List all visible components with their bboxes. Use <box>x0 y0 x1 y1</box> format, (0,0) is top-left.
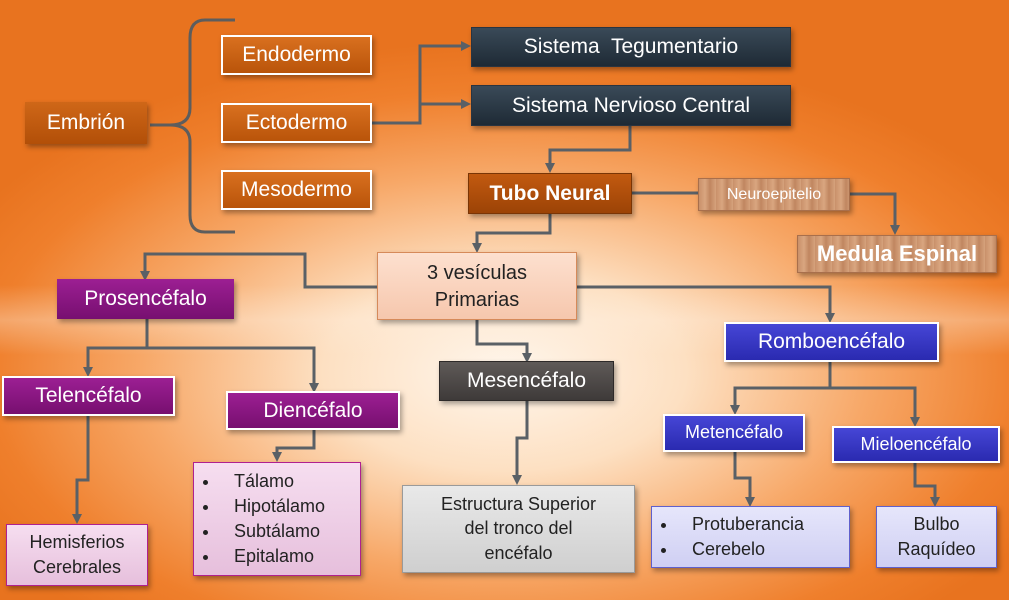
edge-telencefalo-hemisferios <box>72 416 90 524</box>
list-item: Protuberancia <box>678 512 849 537</box>
edge-rombo-mieloencefalo <box>828 362 920 427</box>
node-sistema-nervioso-label: Sistema Nervioso Central <box>511 93 751 117</box>
edge-vesiculas-mesencefalo <box>475 320 532 363</box>
metencefalo-list: Protuberancia Cerebelo <box>652 512 849 562</box>
node-diencefalo: Diencéfalo <box>226 391 400 430</box>
node-vesiculas-primarias: 3 vesículas Primarias <box>377 252 577 320</box>
node-hemisferios-cerebrales: Hemisferios Cerebrales <box>6 524 148 586</box>
node-estructura-superior: Estructura Superior del tronco del encéf… <box>402 485 635 573</box>
node-estructura-line2: del tronco del <box>464 518 573 539</box>
edge-rombo-metencefalo <box>730 362 832 415</box>
node-diencefalo-list: Tálamo Hipotálamo Subtálamo Epitalamo <box>193 462 361 576</box>
edge-prosencefalo-diencefalo <box>145 318 319 393</box>
node-sistema-nervioso: Sistema Nervioso Central <box>471 85 791 126</box>
node-ectodermo-label: Ectodermo <box>245 111 348 135</box>
node-estructura-line1: Estructura Superior <box>440 493 597 514</box>
edge-neuro-medula <box>850 192 900 235</box>
node-hemisferios-line1: Hemisferios <box>29 531 125 552</box>
edge-diencefalo-list <box>272 430 316 462</box>
list-item: Subtálamo <box>220 519 360 544</box>
node-mieloencefalo-label: Mieloencéfalo <box>860 433 972 454</box>
list-item: Cerebelo <box>678 537 849 562</box>
node-vesiculas-line1: 3 vesículas <box>426 261 528 284</box>
node-medula-espinal-label: Medula Espinal <box>816 240 978 266</box>
node-prosencefalo-label: Prosencéfalo <box>84 287 207 311</box>
node-metencefalo-label: Metencéfalo <box>684 422 784 443</box>
node-hemisferios-line2: Cerebrales <box>32 556 122 577</box>
node-metencefalo: Metencéfalo <box>663 414 805 452</box>
list-item: Epitalamo <box>220 544 360 569</box>
list-item: Tálamo <box>220 469 360 494</box>
node-mesencefalo-label: Mesencéfalo <box>466 369 587 393</box>
edge-vesiculas-prosencefalo <box>140 252 377 289</box>
node-telencefalo-label: Telencéfalo <box>35 384 142 408</box>
node-neuroepitelio: Neuroepitelio <box>698 178 850 211</box>
edge-mieloencefalo-bulbo <box>913 463 940 507</box>
node-tubo-neural: Tubo Neural <box>468 173 632 214</box>
edge-snc-tubo <box>545 126 632 173</box>
node-telencefalo: Telencéfalo <box>2 376 175 416</box>
node-mesodermo-label: Mesodermo <box>241 178 352 202</box>
node-endodermo-label: Endodermo <box>242 43 351 67</box>
node-estructura-line3: encéfalo <box>484 542 553 563</box>
node-bulbo-line1: Bulbo <box>913 513 960 534</box>
node-sistema-tegumentario: Sistema Tegumentario <box>471 27 791 67</box>
node-bulbo-line2: Raquídeo <box>897 538 976 559</box>
edge-ectodermo-snc <box>372 99 471 125</box>
node-sistema-tegumentario-label: Sistema Tegumentario <box>523 35 739 59</box>
node-metencefalo-list: Protuberancia Cerebelo <box>651 506 850 568</box>
edge-metencefalo-list <box>733 452 755 507</box>
node-medula-espinal: Medula Espinal <box>797 235 997 273</box>
node-embrion-label: Embrión <box>46 111 126 135</box>
node-romboencefalo-label: Romboencéfalo <box>757 330 906 354</box>
node-mieloencefalo: Mieloencéfalo <box>832 426 1000 463</box>
node-endodermo: Endodermo <box>221 35 372 75</box>
edge-mesencefalo-estructura <box>512 401 529 485</box>
list-item: Hipotálamo <box>220 494 360 519</box>
node-mesodermo: Mesodermo <box>221 170 372 210</box>
node-prosencefalo: Prosencéfalo <box>57 279 234 319</box>
brace <box>150 18 235 234</box>
node-neuroepitelio-label: Neuroepitelio <box>726 185 822 203</box>
node-mesencefalo: Mesencéfalo <box>439 361 614 401</box>
node-vesiculas-line2: Primarias <box>434 288 520 311</box>
node-diencefalo-label: Diencéfalo <box>263 398 363 422</box>
edge-prosencefalo-telencefalo <box>83 318 149 377</box>
node-ectodermo: Ectodermo <box>221 103 372 143</box>
edge-tubo-vesiculas <box>472 214 552 253</box>
node-tubo-neural-label: Tubo Neural <box>489 181 611 205</box>
edge-vesiculas-romboencefalo <box>577 285 835 323</box>
node-embrion: Embrión <box>25 102 147 144</box>
diencefalo-list: Tálamo Hipotálamo Subtálamo Epitalamo <box>194 469 360 569</box>
node-bulbo-raquideo: Bulbo Raquídeo <box>876 506 997 568</box>
node-romboencefalo: Romboencéfalo <box>724 322 939 362</box>
